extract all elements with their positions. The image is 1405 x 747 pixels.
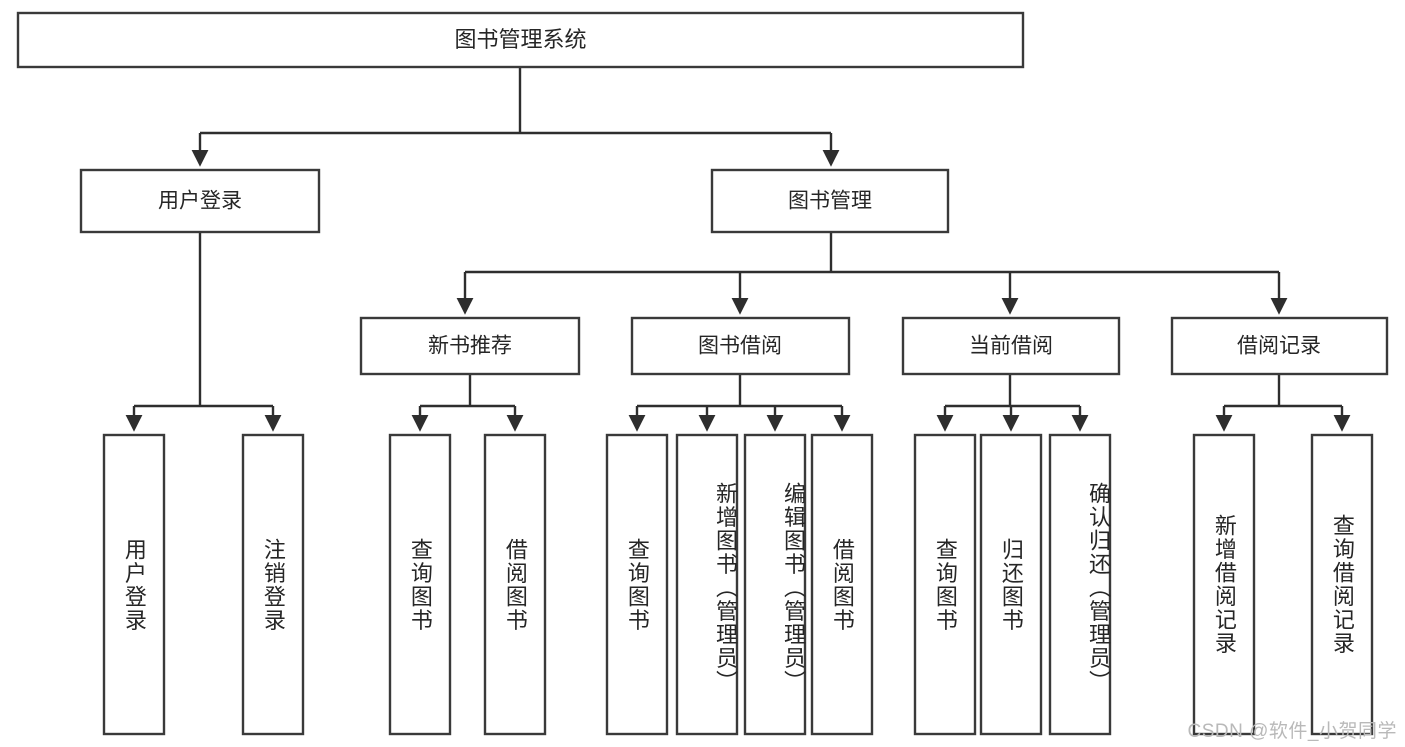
csdn-watermark: CSDN @软件_小贺同学 — [1187, 721, 1397, 742]
node-current-borrow-label: 当前借阅 — [969, 335, 1053, 358]
node-root-label: 图书管理系统 — [454, 27, 586, 52]
node-borrow-record-box[interactable] — [1170, 316, 1389, 376]
leaf-borrow-book-box[interactable] — [810, 433, 874, 736]
leaf-return-book-box[interactable] — [979, 433, 1043, 736]
leaf-edit-book-admin-box[interactable] — [743, 433, 807, 736]
node-new-book-recommend[interactable]: 新书推荐 — [359, 316, 581, 376]
node-new-book-recommend-label: 新书推荐 — [428, 335, 512, 358]
leaf-box-group — [102, 433, 1374, 736]
leaf-add-borrow-record-box[interactable] — [1192, 433, 1256, 736]
node-book-manage-label: 图书管理 — [788, 190, 872, 213]
leaf-confirm-return-admin-box[interactable] — [1048, 433, 1112, 736]
connector-group — [125, 67, 1351, 432]
node-book-borrow[interactable]: 图书借阅 — [630, 316, 851, 376]
node-current-borrow[interactable]: 当前借阅 — [901, 316, 1121, 376]
node-book-borrow-label: 图书借阅 — [698, 335, 782, 358]
node-book-manage-box[interactable] — [710, 168, 950, 234]
node-new-book-recommend-box[interactable] — [359, 316, 581, 376]
leaf-query-book-borrow-box[interactable] — [605, 433, 669, 736]
node-book-manage[interactable]: 图书管理 — [710, 168, 950, 234]
leaf-query-book-rec-box[interactable] — [388, 433, 452, 736]
node-root[interactable]: 图书管理系统 — [16, 11, 1025, 69]
node-current-borrow-box[interactable] — [901, 316, 1121, 376]
node-borrow-record[interactable]: 借阅记录 — [1170, 316, 1389, 376]
node-user-login-label: 用户登录 — [158, 190, 242, 213]
leaf-user-login-box[interactable] — [102, 433, 166, 736]
node-root-box[interactable] — [16, 11, 1025, 69]
leaf-user-logout-box[interactable] — [241, 433, 305, 736]
leaf-borrow-book-rec-box[interactable] — [483, 433, 547, 736]
node-book-borrow-box[interactable] — [630, 316, 851, 376]
node-borrow-record-label: 借阅记录 — [1237, 335, 1321, 358]
leaf-query-book-cur-box[interactable] — [913, 433, 977, 736]
leaf-query-borrow-record-box[interactable] — [1310, 433, 1374, 736]
leaf-add-book-admin-box[interactable] — [675, 433, 739, 736]
node-user-login-box[interactable] — [79, 168, 321, 234]
node-user-login[interactable]: 用户登录 — [79, 168, 321, 234]
